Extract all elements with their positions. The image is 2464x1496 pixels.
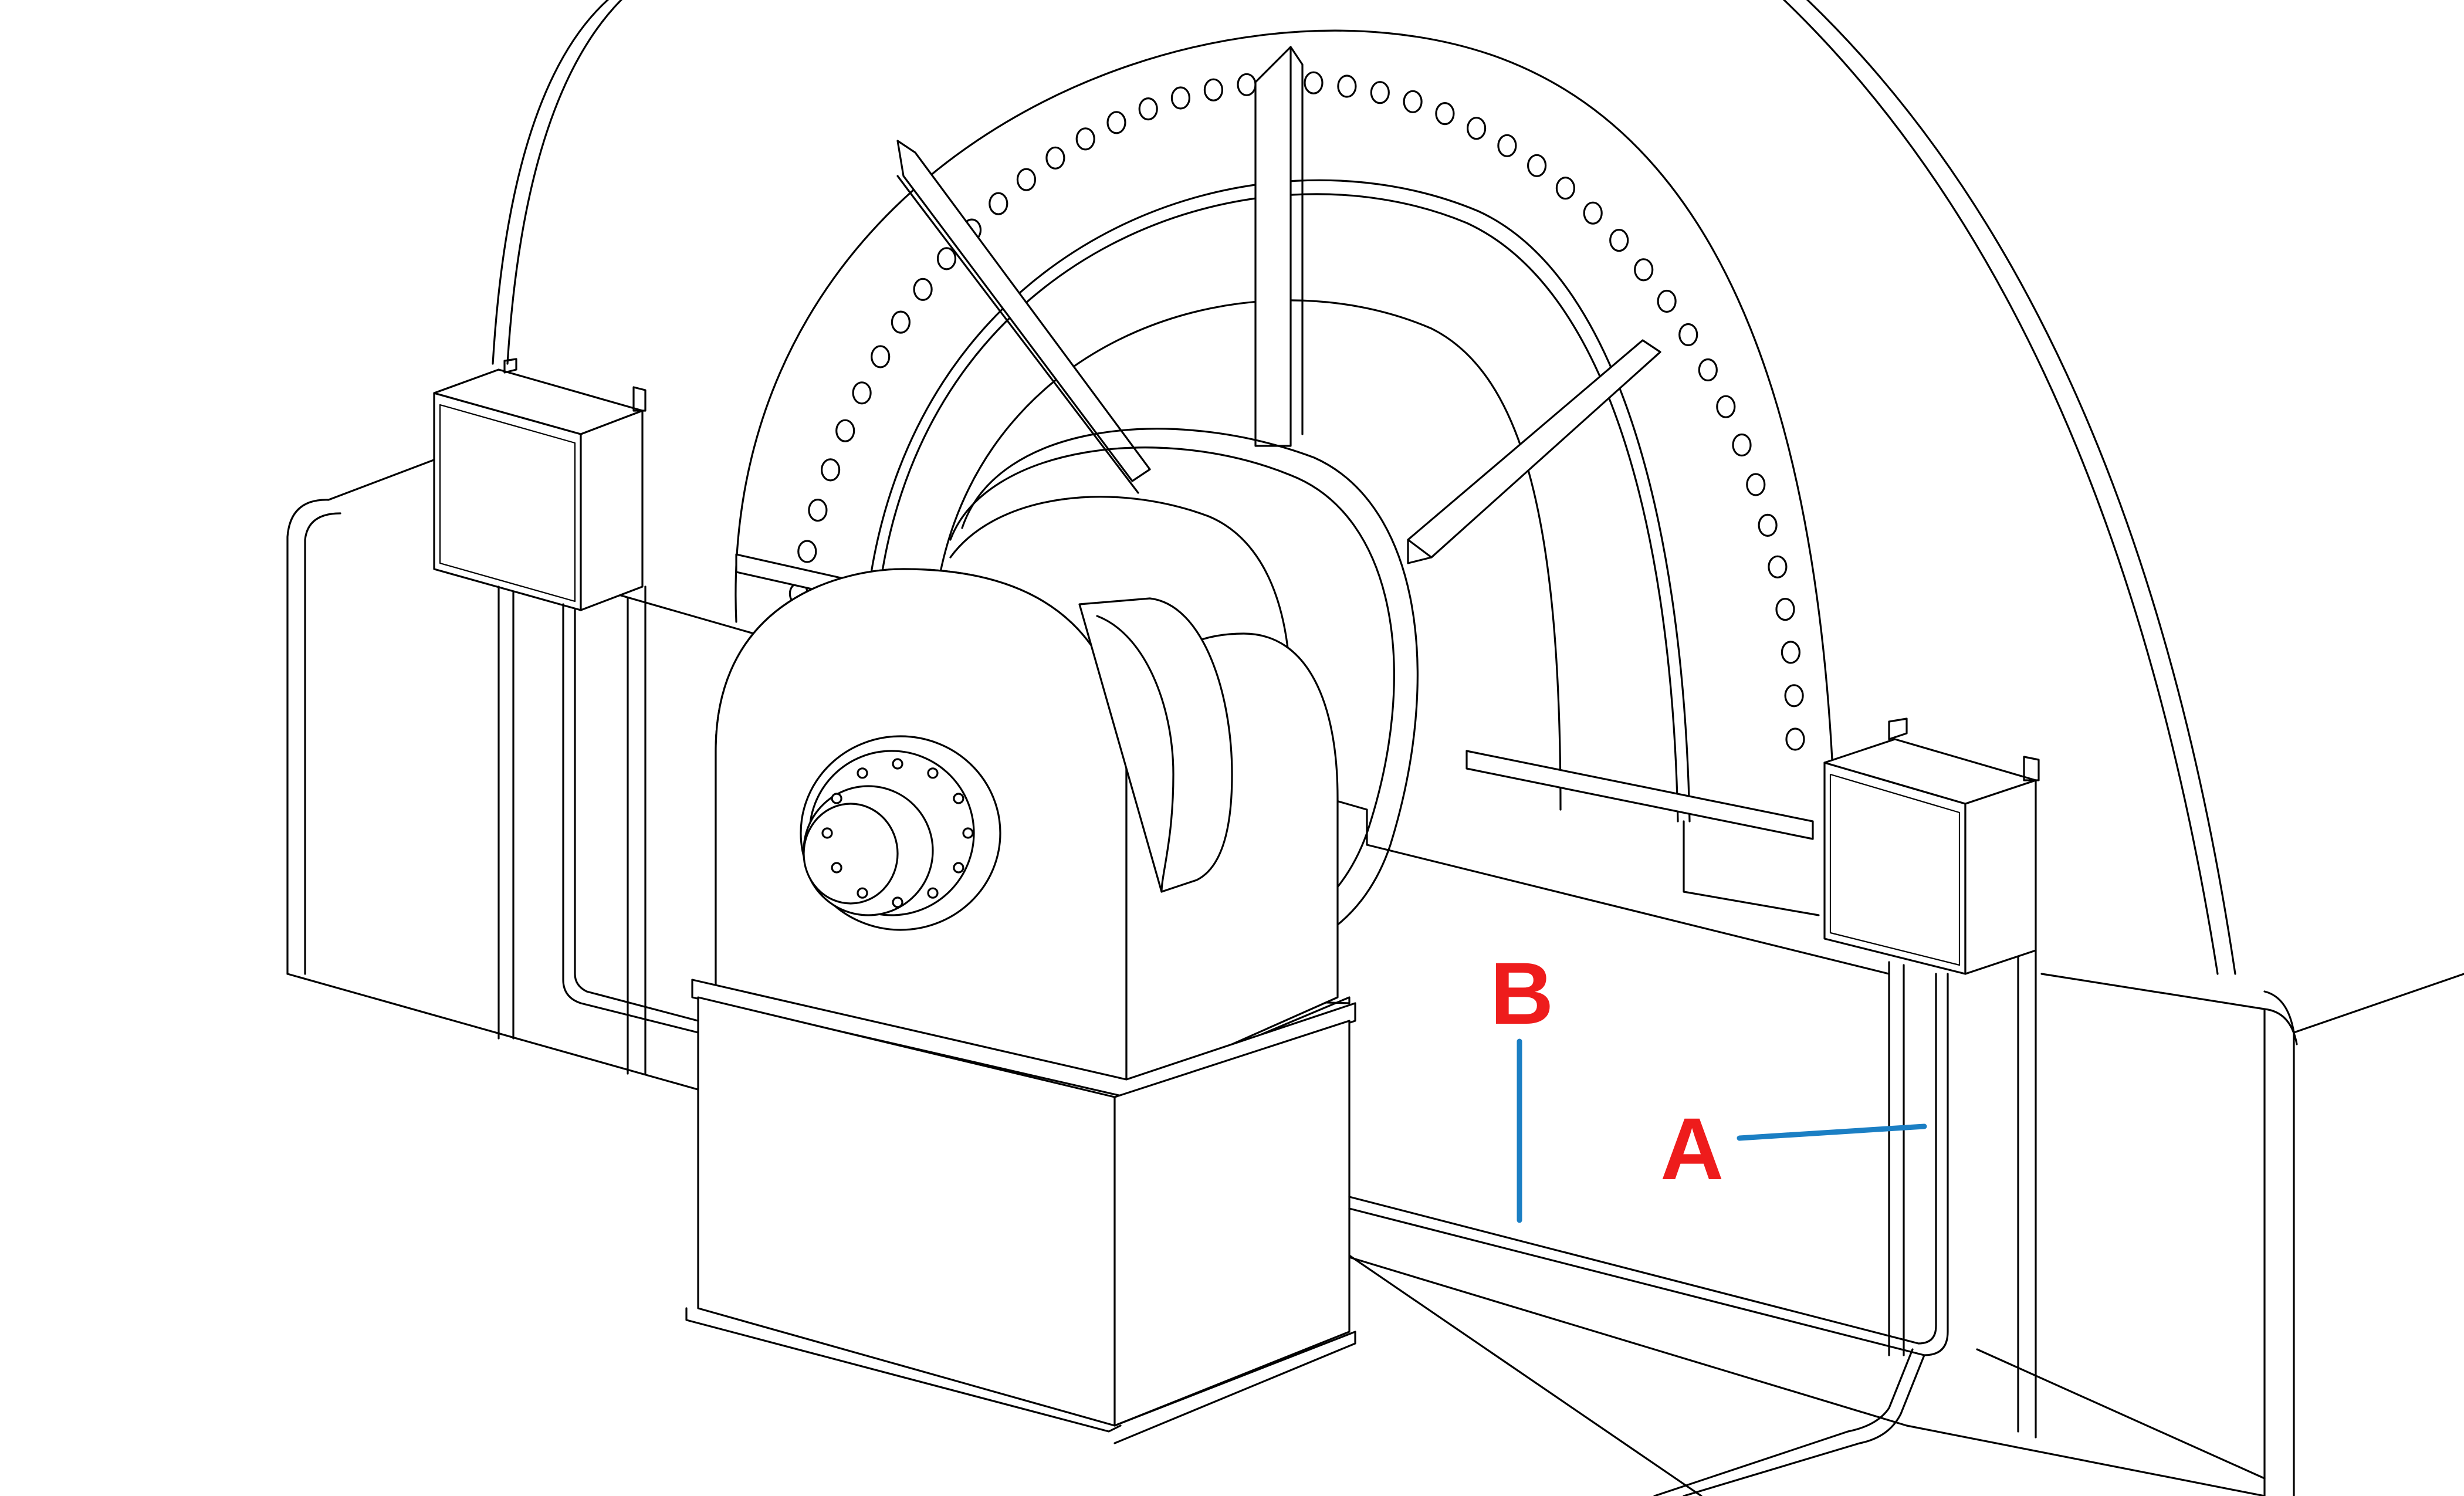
bolt-holes — [782, 70, 1805, 751]
bolt-hole — [797, 540, 817, 563]
callout-a-leader — [1737, 1123, 1927, 1141]
bolt-hole — [1781, 641, 1800, 664]
bolt-hole — [1732, 433, 1752, 457]
hub-bolt — [927, 767, 939, 779]
hub-bolt — [962, 827, 974, 839]
bolt-hole — [835, 419, 855, 442]
bolt-hole — [1138, 97, 1158, 121]
callout-a: A — [1660, 1099, 1927, 1198]
bolt-hole — [1768, 555, 1788, 578]
callout-b-label: B — [1490, 944, 1553, 1043]
housing — [492, 0, 2236, 975]
bolt-hole — [1555, 177, 1575, 200]
junction-box-right — [1348, 717, 2040, 1496]
bolt-hole — [1237, 73, 1257, 96]
bolt-hole — [808, 498, 828, 522]
bolt-hole — [1746, 473, 1766, 496]
bolt-hole — [871, 345, 891, 368]
junction-box-left — [433, 358, 699, 1075]
hub-bolt — [892, 896, 903, 908]
bolt-hole — [891, 310, 911, 334]
hub-bolt — [831, 793, 842, 804]
bolt-hole — [1657, 289, 1677, 313]
bolt-hole — [1583, 201, 1603, 225]
bolt-hole — [1304, 71, 1324, 94]
bolt-hole — [852, 381, 872, 405]
bolt-hole — [1370, 81, 1390, 104]
ring-flange — [735, 29, 1837, 916]
hub-bolt — [821, 827, 833, 839]
bolt-hole — [1337, 75, 1357, 98]
bolt-hole — [1075, 127, 1095, 151]
bolt-hole — [1435, 102, 1455, 126]
bolt-hole — [1403, 90, 1423, 113]
base-plinth — [286, 456, 2464, 1496]
bolt-hole — [1785, 727, 1805, 751]
hub-bolt — [831, 862, 842, 874]
hub-bolt — [953, 862, 964, 874]
callout-b: B — [1490, 944, 1553, 1223]
coupling — [1078, 597, 1233, 893]
bolt-hole — [1784, 684, 1804, 708]
bolt-hole — [989, 192, 1008, 215]
bolt-hole — [1698, 358, 1718, 382]
bolt-hole — [1634, 258, 1654, 282]
bolt-hole — [1467, 117, 1487, 140]
bolt-hole — [1716, 395, 1736, 418]
bolt-hole — [1527, 154, 1547, 177]
bolt-hole — [1775, 597, 1795, 621]
hub-bolt — [927, 887, 939, 899]
bolt-hole — [1016, 168, 1037, 191]
motor-housing — [685, 568, 1356, 1444]
hub-bolts — [821, 758, 974, 908]
callout-a-label: A — [1660, 1099, 1724, 1198]
bolt-hole — [936, 247, 957, 270]
hub-bolt — [857, 887, 868, 899]
bolt-hole — [1609, 229, 1629, 252]
bolt-hole — [820, 458, 841, 482]
bolt-hole — [1497, 134, 1517, 157]
bolt-hole — [1203, 78, 1223, 101]
shaft-hub — [800, 735, 1001, 931]
bolt-hole — [1106, 111, 1126, 134]
spokes — [735, 46, 1814, 840]
hub-bolt — [892, 758, 903, 770]
bolt-hole — [1045, 146, 1065, 170]
bolt-hole — [1678, 323, 1698, 347]
bolt-hole — [1758, 513, 1778, 537]
bolt-hole — [1170, 86, 1191, 110]
bolt-hole — [913, 277, 933, 301]
hub-bolt — [857, 767, 868, 779]
hub-bolt — [953, 793, 964, 804]
